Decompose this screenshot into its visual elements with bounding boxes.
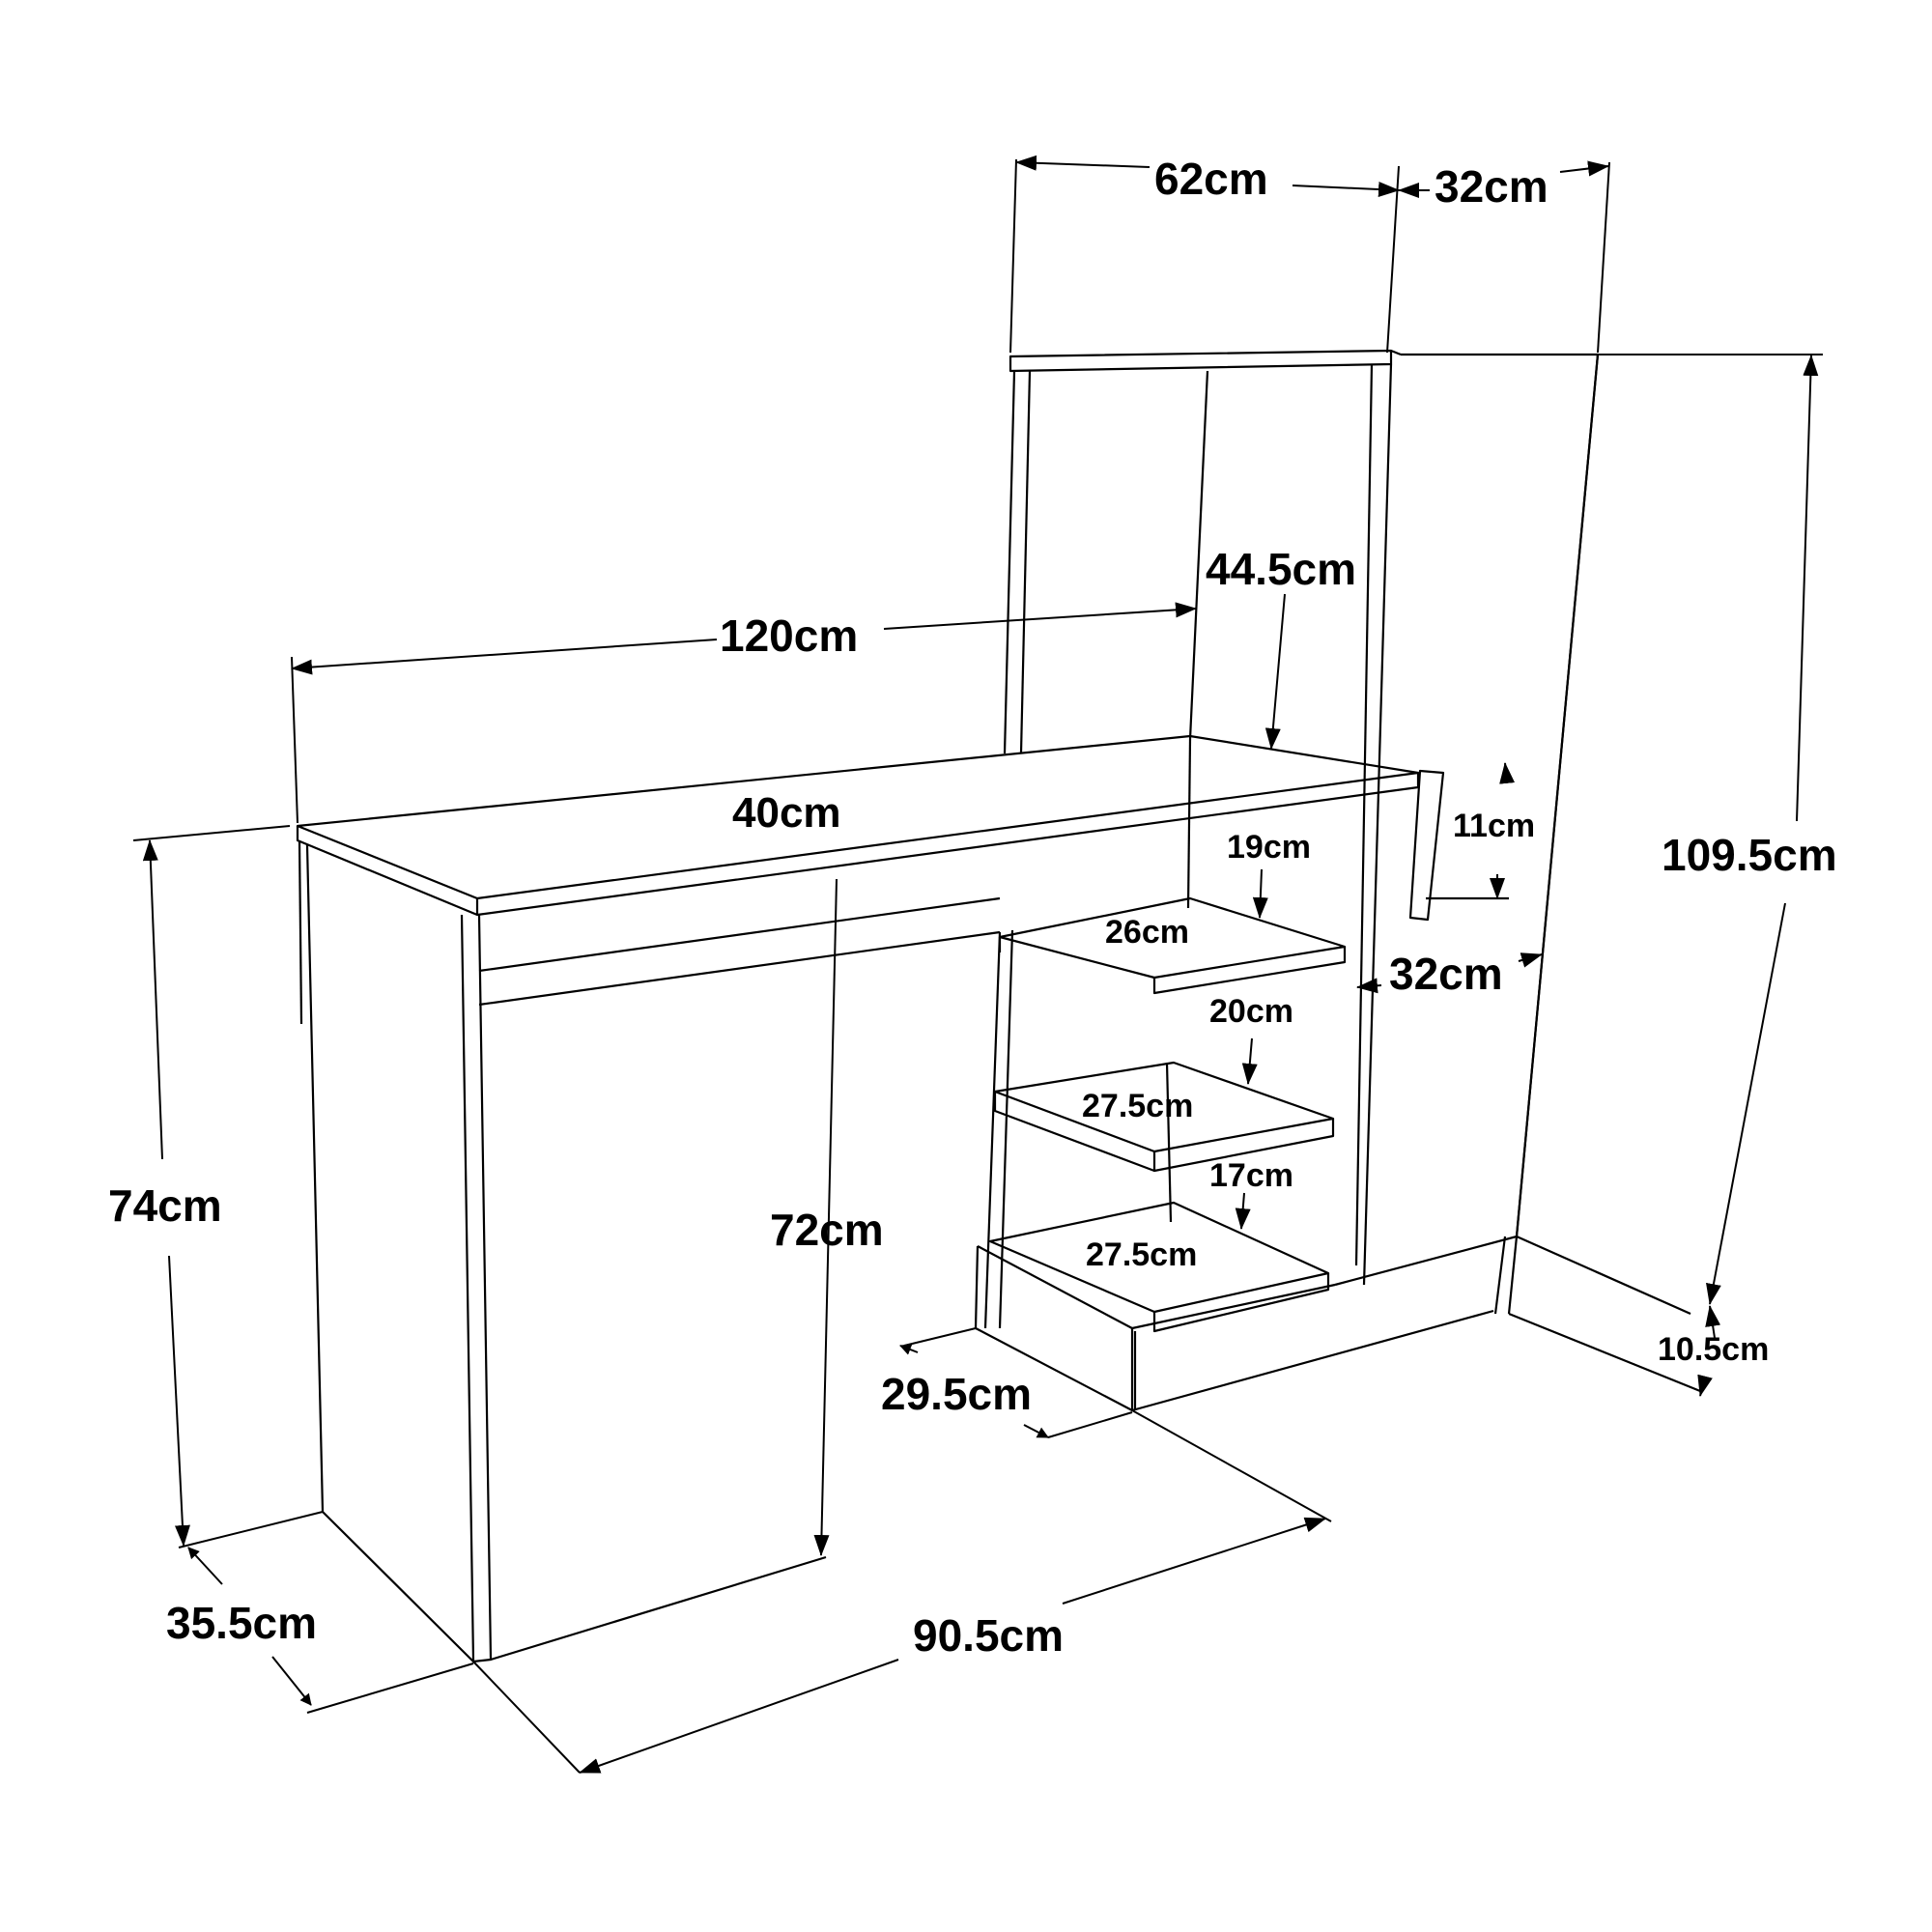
label-shelf3-depth: 27.5cm xyxy=(1086,1236,1198,1273)
label-shelf2-depth: 27.5cm xyxy=(1082,1088,1194,1124)
label-shelf2-gap: 20cm xyxy=(1209,993,1293,1030)
label-shelf-inner-height: 44.5cm xyxy=(1206,544,1357,594)
desk-top xyxy=(296,734,1420,917)
label-desk-depth: 40cm xyxy=(732,789,841,837)
label-shelf1-depth: 26cm xyxy=(1105,914,1189,951)
label-shelf-width-top: 62cm xyxy=(1154,154,1268,204)
label-leg-depth: 35.5cm xyxy=(166,1598,318,1648)
open-shelves xyxy=(974,896,1701,1412)
dimension-lines xyxy=(132,155,1823,1774)
bookshelf-tower xyxy=(1003,349,1393,1286)
label-total-height: 109.5cm xyxy=(1662,830,1837,880)
label-desk-width: 120cm xyxy=(720,611,859,661)
label-desk-height: 74cm xyxy=(108,1180,222,1231)
label-shelf1-gap: 19cm xyxy=(1227,829,1311,866)
desk-left-panel xyxy=(298,839,1001,1663)
label-plinth-depth: 29.5cm xyxy=(881,1369,1033,1419)
label-cabinet-width-side: 32cm xyxy=(1389,949,1503,999)
label-cabinet-width-top: 32cm xyxy=(1435,161,1548,212)
label-shelf3-gap: 17cm xyxy=(1209,1157,1293,1194)
label-handle-height: 11cm xyxy=(1453,808,1536,844)
label-leg-inner-height: 72cm xyxy=(770,1205,884,1255)
label-base-length: 90.5cm xyxy=(913,1610,1065,1661)
label-plinth-height: 10.5cm xyxy=(1658,1331,1770,1368)
